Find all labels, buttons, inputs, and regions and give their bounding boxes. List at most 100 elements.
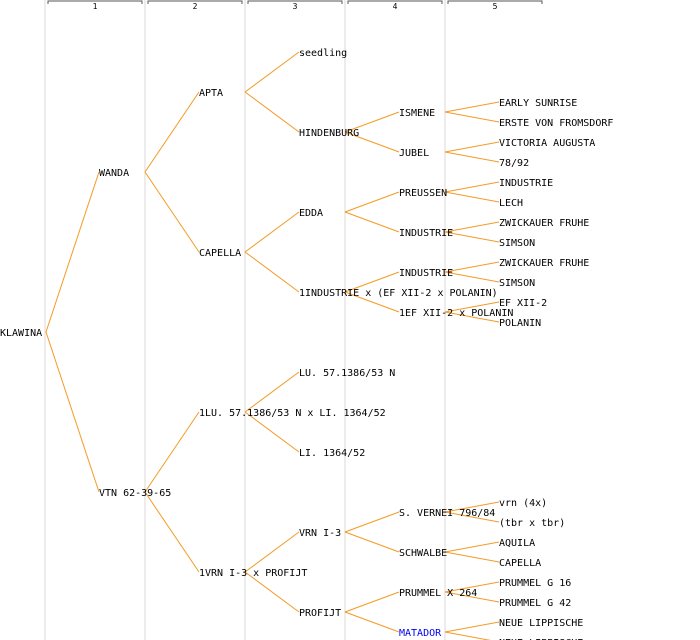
- pedigree-node: seedling: [299, 48, 347, 59]
- tree-edge: [244, 531, 300, 573]
- tree-edge: [444, 631, 491, 640]
- pedigree-node: WANDA: [99, 168, 129, 179]
- pedigree-node: ISMENE: [399, 108, 435, 119]
- tree-edge: [144, 171, 200, 253]
- pedigree-node: NEUE LIPPISCHE: [499, 638, 583, 640]
- tree-edge: [344, 611, 400, 633]
- tree-edge: [444, 271, 500, 283]
- tree-edge: [444, 541, 500, 553]
- tree-edge: [444, 141, 500, 153]
- pedigree-node: PRUMMEL G 16: [499, 578, 571, 589]
- pedigree-node: LECH: [499, 198, 523, 209]
- tree-edge: [444, 621, 500, 633]
- pedigree-node: 1VRN I-3 x PROFIJT: [199, 568, 307, 579]
- pedigree-node: EARLY SUNRISE: [499, 98, 577, 109]
- pedigree-node: EDDA: [299, 208, 323, 219]
- generation-bracket: [147, 0, 243, 4]
- tree-edge: [444, 191, 500, 203]
- pedigree-node: PROFIJT: [299, 608, 341, 619]
- tree-edge: [444, 181, 500, 193]
- pedigree-node: S. VERNEI 796/84: [399, 508, 495, 519]
- tree-edge: [344, 271, 400, 293]
- pedigree-node: PRUMMEL X 264: [399, 588, 477, 599]
- tree-edge: [144, 91, 200, 173]
- generation-header: 3: [293, 2, 298, 11]
- pedigree-node: ERSTE VON FROMSDORF: [499, 118, 613, 129]
- tree-edge: [444, 501, 500, 513]
- pedigree-node: PREUSSEN: [399, 188, 447, 199]
- pedigree-node: INDUSTRIE: [499, 178, 553, 189]
- generation-header: 5: [493, 2, 498, 11]
- pedigree-node: ZWICKAUER FRUHE: [499, 218, 589, 229]
- generation-header: 2: [193, 2, 198, 11]
- pedigree-node: AQUILA: [499, 538, 535, 549]
- tree-edge: [244, 51, 300, 93]
- tree-edge: [344, 111, 400, 133]
- pedigree-node: SIMSON: [499, 238, 535, 249]
- pedigree-node: 1LU. 57.1386/53 N x LI. 1364/52: [199, 408, 386, 419]
- pedigree-node: (tbr x tbr): [499, 518, 565, 529]
- generation-header: 4: [393, 2, 398, 11]
- tree-edge: [144, 491, 200, 573]
- pedigree-node: SIMSON: [499, 278, 535, 289]
- pedigree-node: CAPELLA: [199, 248, 241, 259]
- tree-edge: [244, 411, 300, 453]
- tree-edge: [444, 151, 500, 163]
- pedigree-node: 78/92: [499, 158, 529, 169]
- tree-edge: [344, 531, 400, 553]
- pedigree-node: NEUE LIPPISCHE: [499, 618, 583, 629]
- tree-edge: [444, 111, 500, 123]
- pedigree-node: JUBEL: [399, 148, 429, 159]
- generation-bracket: [447, 0, 543, 4]
- generation-header: 1: [93, 2, 98, 11]
- tree-edge: [344, 591, 400, 613]
- tree-edge: [444, 221, 500, 233]
- tree-edge: [344, 131, 400, 153]
- tree-edge: [444, 261, 500, 273]
- tree-edge: [444, 311, 500, 323]
- tree-edge: [444, 551, 500, 563]
- pedigree-node: PRUMMEL G 42: [499, 598, 571, 609]
- tree-edge: [344, 191, 400, 213]
- pedigree-node: 1INDUSTRIE x (EF XII-2 x POLANIN): [299, 288, 498, 299]
- tree-edge: [244, 251, 300, 293]
- pedigree-node: POLANIN: [499, 318, 541, 329]
- pedigree-node: SCHWALBE: [399, 548, 447, 559]
- pedigree-node: CAPELLA: [499, 558, 541, 569]
- pedigree-node: INDUSTRIE: [399, 268, 453, 279]
- generation-bracket: [347, 0, 443, 4]
- tree-edge: [244, 211, 300, 253]
- tree-edge: [444, 591, 500, 603]
- pedigree-node: ZWICKAUER FRUHE: [499, 258, 589, 269]
- tree-edge: [244, 371, 300, 413]
- tree-edge: [444, 231, 500, 243]
- tree-edge: [45, 331, 100, 493]
- tree-edge: [144, 411, 200, 493]
- tree-edge: [244, 571, 300, 613]
- pedigree-node: INDUSTRIE: [399, 228, 453, 239]
- tree-edge: [444, 101, 500, 113]
- tree-edge: [444, 511, 500, 523]
- generation-bracket: [247, 0, 343, 4]
- pedigree-node: HINDENBURG: [299, 128, 359, 139]
- tree-edge: [444, 301, 500, 313]
- pedigree-node: 1EF XII-2 x POLANIN: [399, 308, 513, 319]
- pedigree-node-link[interactable]: MATADOR: [399, 628, 442, 639]
- pedigree-node: VRN I-3: [299, 528, 341, 539]
- generation-bracket: [47, 0, 143, 4]
- pedigree-node: LU. 57.1386/53 N: [299, 368, 395, 379]
- tree-edge: [244, 91, 300, 133]
- pedigree-node: VICTORIA AUGUSTA: [499, 138, 595, 149]
- tree-edge: [344, 291, 400, 313]
- pedigree-node: vrn (4x): [499, 498, 547, 509]
- tree-edge: [444, 581, 500, 593]
- pedigree-node: VTN 62-39-65: [99, 488, 171, 499]
- tree-edge: [344, 211, 400, 233]
- pedigree-node: EF XII-2: [499, 298, 547, 309]
- pedigree-node: KLAWINA: [0, 328, 42, 339]
- pedigree-node: APTA: [199, 88, 223, 99]
- tree-edge: [45, 171, 100, 333]
- tree-edge: [344, 511, 400, 533]
- pedigree-node: LI. 1364/52: [299, 448, 365, 459]
